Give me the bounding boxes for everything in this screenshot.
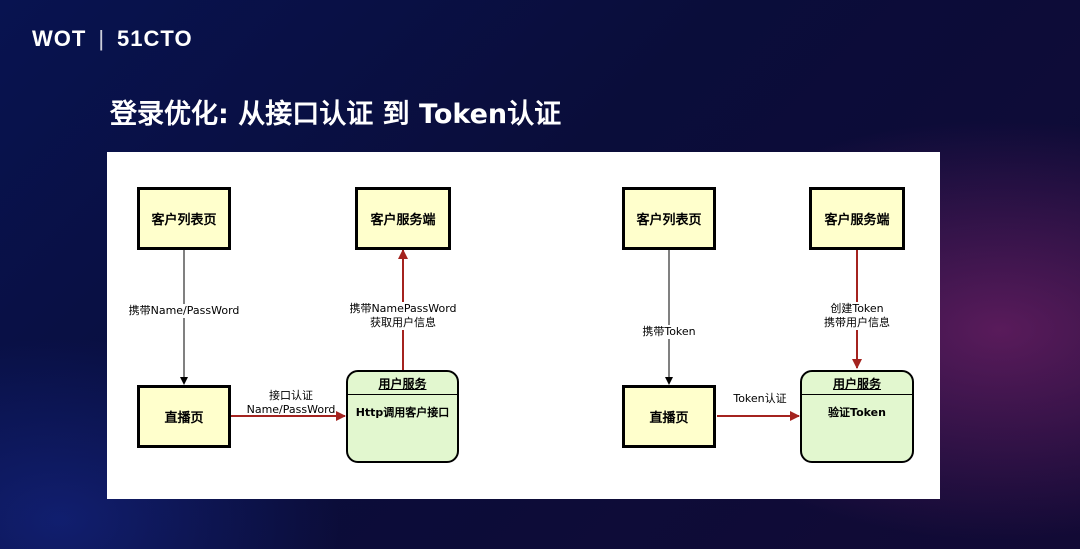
right-client-list-label: 客户列表页 bbox=[636, 213, 702, 228]
right-edge-live-to-user-label: Token认证 bbox=[733, 392, 787, 405]
right-live-page-label: 直播页 bbox=[649, 411, 689, 426]
right-client-service-label: 客户服务端 bbox=[824, 213, 890, 228]
brand-logo: WOT | 51CTO bbox=[32, 26, 193, 52]
left-client-service-node: 客户服务端 bbox=[355, 187, 451, 250]
left-edge-live-to-user-label: 接口认证 Name/PassWord bbox=[241, 389, 341, 417]
right-live-page-node: 直播页 bbox=[622, 385, 716, 448]
left-client-list-label: 客户列表页 bbox=[151, 213, 217, 228]
right-edge-client-to-user-label: 创建Token 携带用户信息 bbox=[810, 302, 904, 330]
left-user-service-title: 用户服务 bbox=[378, 377, 427, 391]
brand-51cto: 51CTO bbox=[117, 26, 193, 51]
diagram-panel: 客户列表页 客户服务端 直播页 用户服务 Http调用客户接口 携带Name/P… bbox=[107, 152, 940, 499]
right-client-list-node: 客户列表页 bbox=[622, 187, 716, 250]
right-user-service-title: 用户服务 bbox=[832, 377, 881, 391]
left-user-service-body: Http调用客户接口 bbox=[355, 406, 450, 419]
left-user-service-node: 用户服务 Http调用客户接口 bbox=[346, 370, 459, 463]
left-edge-user-to-client-line2: 获取用户信息 bbox=[370, 316, 436, 329]
left-client-list-node: 客户列表页 bbox=[137, 187, 231, 250]
left-edge-live-to-user-line1: 接口认证 bbox=[269, 389, 313, 402]
right-user-service-body: 验证Token bbox=[828, 406, 886, 419]
slide-title: 登录优化: 从接口认证 到 Token认证 bbox=[110, 99, 562, 130]
left-live-page-node: 直播页 bbox=[137, 385, 231, 448]
brand-wot: WOT bbox=[32, 26, 87, 51]
left-edge-live-to-user-line2: Name/PassWord bbox=[246, 403, 336, 416]
left-edge-list-to-live-label: 携带Name/PassWord bbox=[127, 304, 241, 318]
right-client-service-node: 客户服务端 bbox=[809, 187, 905, 250]
right-user-service-divider bbox=[802, 394, 912, 395]
right-user-service-node: 用户服务 验证Token bbox=[800, 370, 914, 463]
left-edge-user-to-client-label: 携带NamePassWord 获取用户信息 bbox=[343, 302, 463, 330]
left-user-service-divider bbox=[348, 394, 457, 395]
left-live-page-label: 直播页 bbox=[164, 411, 204, 426]
brand-divider: | bbox=[98, 26, 106, 51]
right-edge-client-to-user-line2: 携带用户信息 bbox=[824, 316, 890, 329]
right-edge-client-to-user-line1: 创建Token bbox=[830, 302, 884, 315]
left-client-service-label: 客户服务端 bbox=[370, 213, 436, 228]
left-edge-user-to-client-line1: 携带NamePassWord bbox=[349, 302, 457, 315]
right-edge-list-to-live-label: 携带Token bbox=[634, 325, 704, 339]
